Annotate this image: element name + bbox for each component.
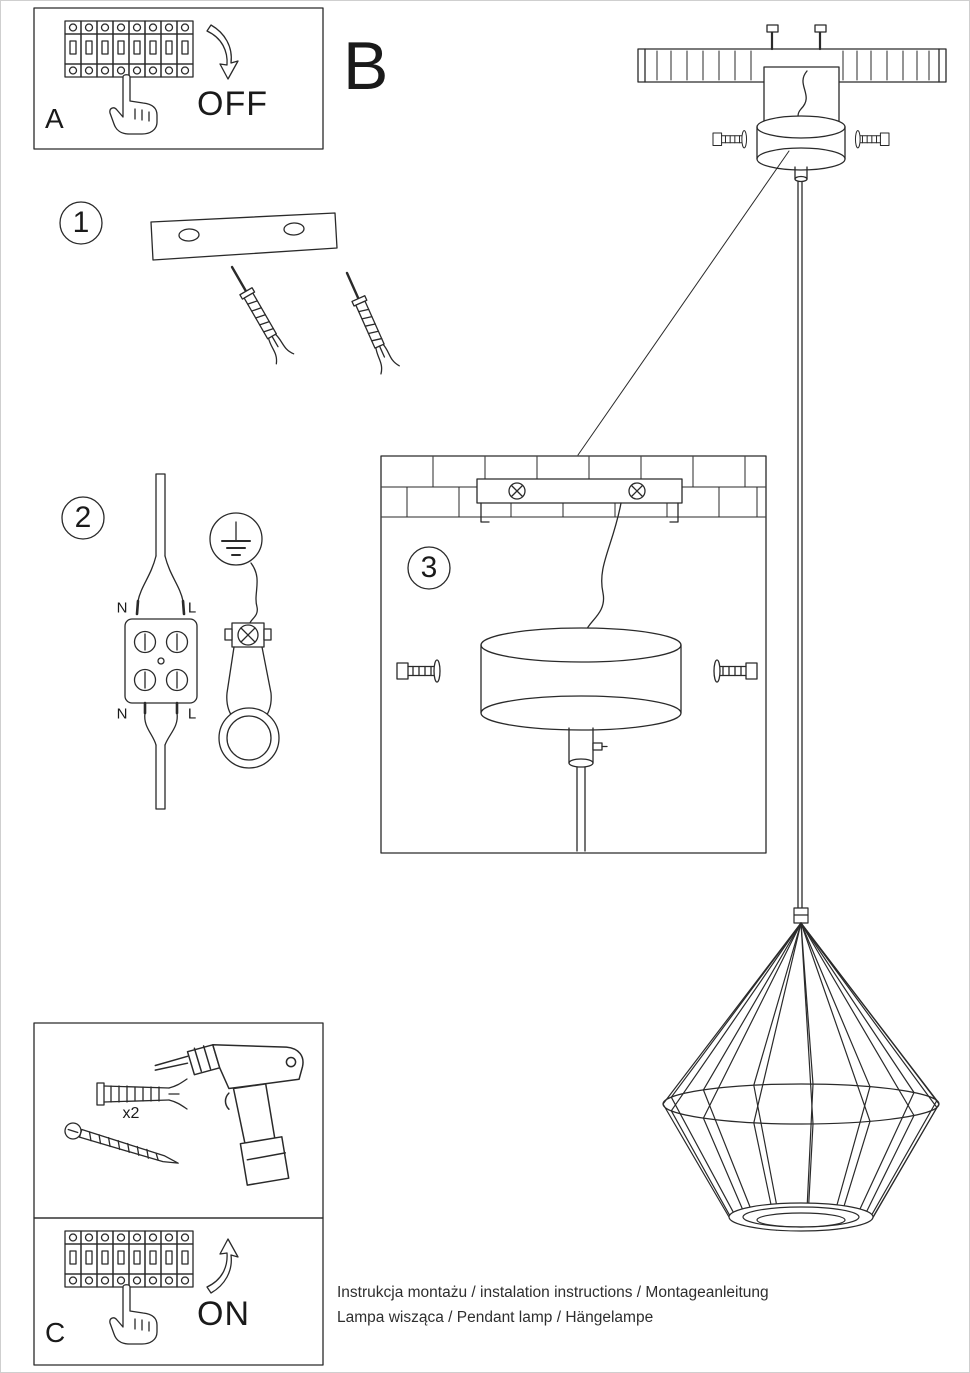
ground-symbol-icon bbox=[209, 512, 263, 566]
step3-number: 3 bbox=[420, 551, 438, 584]
wire-label-l-bottom: L bbox=[187, 705, 197, 723]
anchor-quantity-label: x2 bbox=[122, 1105, 140, 1122]
step1-circle bbox=[59, 201, 103, 245]
mounting-bolt-icon bbox=[766, 24, 827, 51]
panel-b-label: B bbox=[343, 28, 389, 104]
footer-instructions-line: Instrukcja montażu / instalation instruc… bbox=[337, 1284, 769, 1301]
pointing-hand-icon bbox=[109, 74, 158, 135]
panel-c-label: C bbox=[45, 1317, 66, 1348]
canopy-wire-icon bbox=[585, 502, 622, 632]
panel-a-box bbox=[33, 7, 324, 150]
footer-product-line: Lampa wisząca / Pendant lamp / Hängelamp… bbox=[337, 1309, 654, 1326]
pendant-wire-icon bbox=[797, 181, 803, 909]
panel-c-box bbox=[33, 1217, 324, 1366]
pointing-hand-icon bbox=[109, 1284, 158, 1345]
drill-icon bbox=[154, 1044, 304, 1186]
step2-circle bbox=[61, 496, 105, 540]
wire-label-l-top: L bbox=[187, 599, 197, 617]
ceiling-bracket-icon bbox=[763, 66, 840, 127]
breaker-panel-icon bbox=[65, 21, 193, 77]
panel-a-label: A bbox=[45, 103, 64, 134]
wire-label-n-bottom: N bbox=[116, 705, 128, 723]
wire-connector-icon bbox=[124, 473, 198, 810]
mounting-plate-icon bbox=[150, 212, 338, 261]
wall-anchor-icon bbox=[222, 260, 401, 376]
detail-pointer-line bbox=[577, 150, 790, 456]
wire-label-n-top: N bbox=[116, 599, 128, 617]
step1-number: 1 bbox=[72, 206, 90, 239]
ground-wire-icon bbox=[249, 562, 258, 624]
breaker-panel-icon bbox=[65, 1231, 193, 1287]
off-label: OFF bbox=[197, 85, 268, 123]
mounting-bracket-icon bbox=[476, 478, 683, 523]
cord-grip-icon bbox=[218, 622, 280, 769]
step2-number: 2 bbox=[74, 501, 92, 534]
canopy-icon bbox=[396, 627, 758, 852]
arrow-up-icon bbox=[206, 1238, 239, 1294]
step3-box bbox=[380, 455, 767, 854]
step3-circle bbox=[407, 546, 451, 590]
on-label: ON bbox=[197, 1295, 250, 1333]
wood-screw-icon bbox=[64, 1122, 179, 1164]
arrow-down-icon bbox=[206, 24, 239, 80]
wall-plug-icon bbox=[96, 1078, 188, 1110]
pendant-lamp-icon bbox=[662, 907, 940, 1232]
ceiling-canopy-icon bbox=[712, 115, 890, 183]
